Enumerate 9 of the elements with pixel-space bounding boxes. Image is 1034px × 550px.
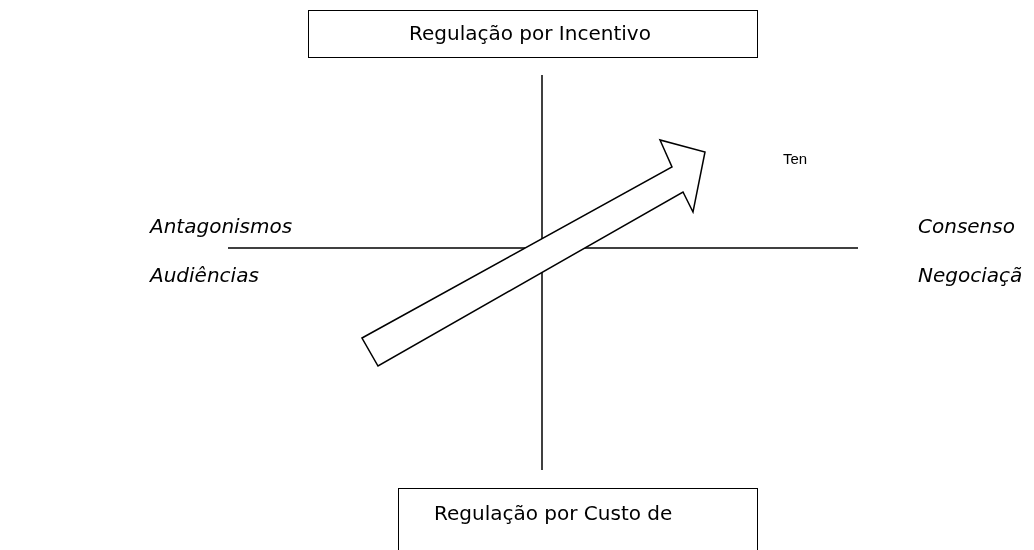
axis-label: Negociaçã xyxy=(918,263,1023,287)
box-label: Regulação por Custo de xyxy=(434,501,673,525)
axis-label: Consenso xyxy=(918,214,1015,238)
label-box xyxy=(398,488,758,550)
note-text: Ten xyxy=(783,150,808,167)
label-box xyxy=(308,10,758,58)
axis-label: Audiências xyxy=(150,263,259,287)
box-label: Regulação por Incentivo xyxy=(409,21,651,45)
axis-label: Antagonismos xyxy=(150,214,293,238)
